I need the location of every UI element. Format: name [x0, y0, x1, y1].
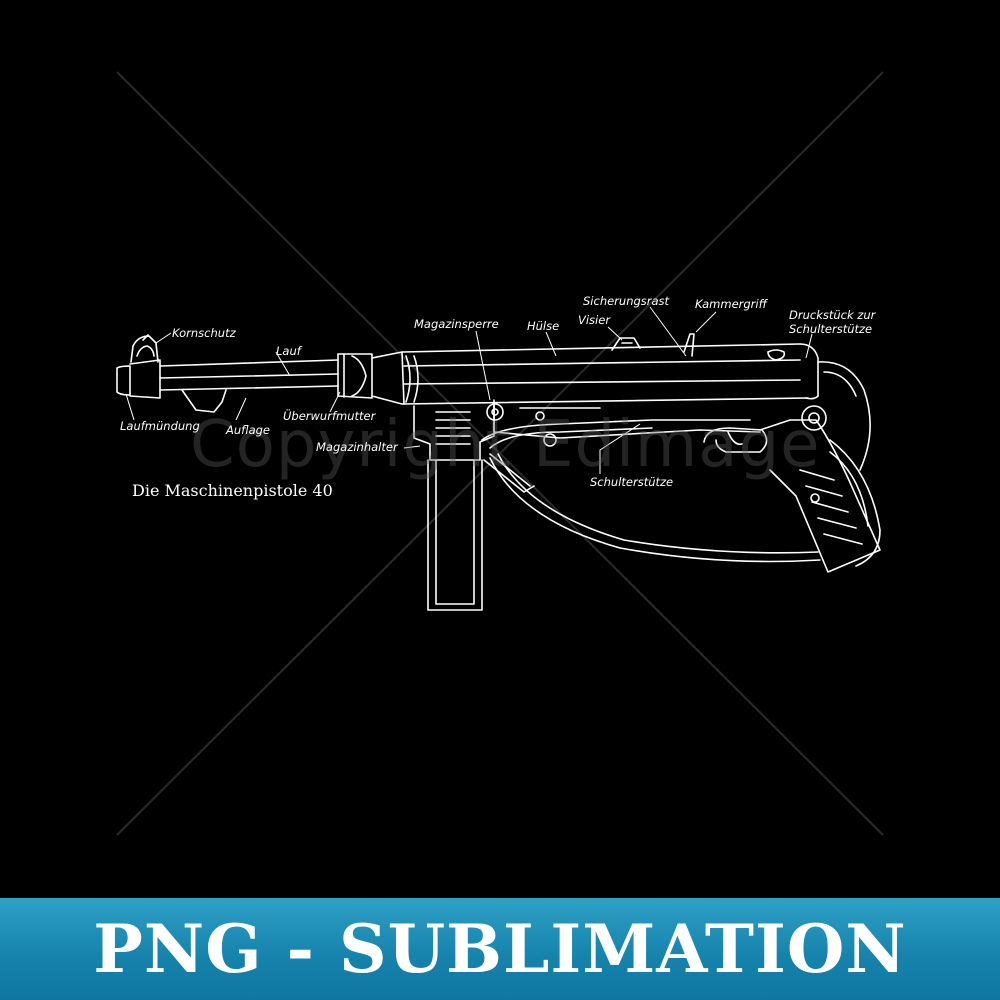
label-lauf: Lauf: [276, 344, 301, 358]
label-visier: Visier: [578, 313, 611, 327]
banner-text: PNG - SUBLIMATION: [93, 910, 907, 988]
background-cross: [116, 71, 884, 836]
label-magazinsperre: Magazinsperre: [414, 317, 499, 331]
label-laufmuendung: Laufmündung: [120, 419, 200, 433]
label-druckstueck-line2: Schulterstütze: [789, 322, 873, 336]
label-schulterstuetze: Schulterstütze: [590, 475, 674, 489]
sublimation-banner: PNG - SUBLIMATION: [0, 898, 1000, 1000]
gun-outline: [116, 333, 881, 611]
label-kammergriff: Kammergriff: [695, 297, 767, 311]
label-ueberwurfmutter: Überwurfmutter: [283, 409, 376, 423]
leader-lines: [125, 306, 813, 474]
label-kornschutz: Kornschutz: [172, 326, 236, 340]
copyright-watermark: Copyright Edimage: [190, 408, 821, 482]
label-auflage: Auflage: [226, 423, 271, 437]
diagram-title: Die Maschinenpistole 40: [132, 481, 333, 500]
label-huelse: Hülse: [527, 319, 560, 333]
label-sicherungsrast: Sicherungsrast: [583, 294, 670, 308]
label-magazinhalter: Magazinhalter: [316, 440, 398, 454]
label-druckstueck-line1: Druckstück zur: [789, 308, 876, 322]
